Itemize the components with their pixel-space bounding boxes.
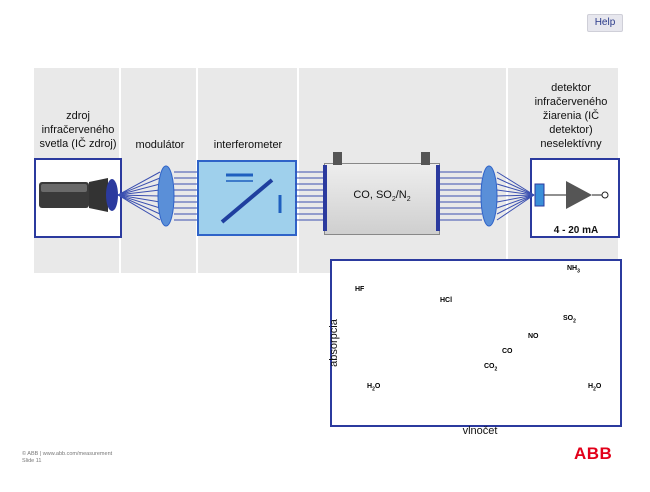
detector-label-line: žiarenia (IČ xyxy=(542,110,600,122)
output-signal-label: 4 - 20 mA xyxy=(553,225,599,236)
gas-label-hf: HF xyxy=(355,286,365,293)
source-label: zdroj infračerveného svetla (IČ zdroj) xyxy=(39,110,117,150)
detector-label-line: infračerveného xyxy=(534,96,608,108)
detector-label-line: detektor xyxy=(551,82,591,94)
gas-label-co2: CO2 xyxy=(484,363,498,373)
interferometer-label: interferometer xyxy=(213,139,283,151)
gas-label-h2o-left: H2O xyxy=(367,383,381,393)
gas-cell-fittings xyxy=(323,152,440,231)
interferometer-mirror-icon xyxy=(220,173,282,224)
parallel-beams xyxy=(174,171,482,221)
help-button[interactable]: Help xyxy=(587,14,623,32)
detector-label-line: detektor) xyxy=(549,124,593,136)
modulator-lens-icon xyxy=(157,165,175,227)
band-divider xyxy=(506,68,508,273)
gas-label-so2: SO2 xyxy=(563,315,576,325)
footer-copyright: © ABB | www.abb.com/measurement xyxy=(22,451,113,457)
detector-amplifier-icon xyxy=(534,181,609,209)
gas-label-hcl: HCl xyxy=(440,297,453,304)
modulator-label: modulátor xyxy=(135,139,185,151)
spectrum-frame xyxy=(330,259,622,427)
gas-label-co: CO xyxy=(502,348,513,355)
spectrum-x-axis-label: vlnočet xyxy=(462,425,498,437)
ir-lamp-icon xyxy=(39,178,118,212)
abb-logo: ABB xyxy=(574,444,613,463)
gas-label-no: NO xyxy=(528,333,539,340)
detector-lens-icon xyxy=(480,165,498,227)
gas-label-nh3: NH3 xyxy=(567,265,580,275)
footer-slide-number: Slide 11 xyxy=(22,458,42,464)
gas-cell-label: CO, SO2/N2 xyxy=(353,189,411,204)
beam-fan-right xyxy=(496,171,535,221)
gas-label-h2o-right: H2O xyxy=(588,383,602,393)
beam-fan-left xyxy=(117,171,161,221)
detector-label: detektor infračerveného žiarenia (IČ det… xyxy=(516,81,626,151)
band-divider xyxy=(297,68,299,273)
detector-label-line: neselektívny xyxy=(540,138,602,150)
spectrum-y-axis-label: absorpcia xyxy=(328,319,340,367)
